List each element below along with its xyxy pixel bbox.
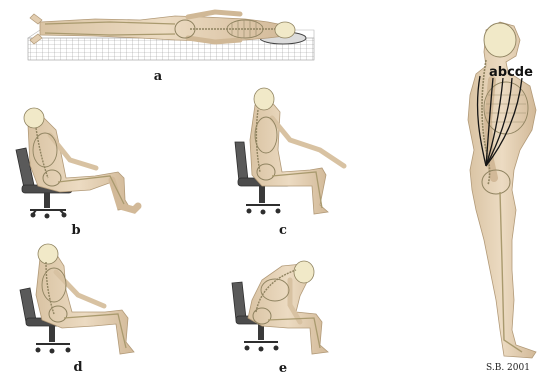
supine-arm-upper xyxy=(188,12,240,17)
chair-d-wheel xyxy=(66,348,71,353)
chair-d-wheel xyxy=(36,348,41,353)
chair-b-base xyxy=(30,210,66,214)
spinal-curve-letters: abcde xyxy=(489,66,533,79)
supine-skull xyxy=(275,22,295,38)
panel-a-supine-figure xyxy=(28,12,314,60)
figure-b-skull xyxy=(24,108,44,128)
panel-label-e: e xyxy=(279,362,287,375)
panel-label-a: a xyxy=(154,70,162,83)
figure-c-skull xyxy=(254,88,274,110)
panel-d-sitting-figure xyxy=(20,244,134,354)
figure-d-skull xyxy=(38,244,58,264)
panel-label-d: d xyxy=(73,361,82,374)
chair-c-wheel xyxy=(261,210,266,215)
chair-b-column xyxy=(44,193,50,208)
chair-c-backrest xyxy=(235,142,248,182)
chair-b-wheel xyxy=(62,213,67,218)
chair-d-column xyxy=(49,326,55,342)
figure-c-arm xyxy=(272,118,344,166)
panel-label-c: c xyxy=(279,224,287,237)
figure-e-skull xyxy=(294,261,314,283)
chair-b-wheel xyxy=(45,214,50,219)
panel-e-sitting-figure xyxy=(232,261,328,354)
panel-label-b: b xyxy=(71,224,80,237)
figure-e-body xyxy=(248,264,328,354)
chair-e-wheel xyxy=(259,347,264,352)
chair-d-backrest xyxy=(20,288,36,322)
panel-b-sitting-figure xyxy=(16,108,138,219)
chair-c-wheel xyxy=(247,209,252,214)
panel-c-sitting-figure xyxy=(235,88,344,215)
chair-e-backrest xyxy=(232,282,246,320)
chair-b-wheel xyxy=(31,213,36,218)
author-credit: S.B. 2001 xyxy=(486,364,530,373)
chair-c-column xyxy=(259,186,265,203)
standing-skull xyxy=(484,23,516,57)
chair-d-wheel xyxy=(50,349,55,354)
chair-e-wheel xyxy=(245,346,250,351)
chair-c-wheel xyxy=(276,209,281,214)
chair-e-wheel xyxy=(274,346,279,351)
